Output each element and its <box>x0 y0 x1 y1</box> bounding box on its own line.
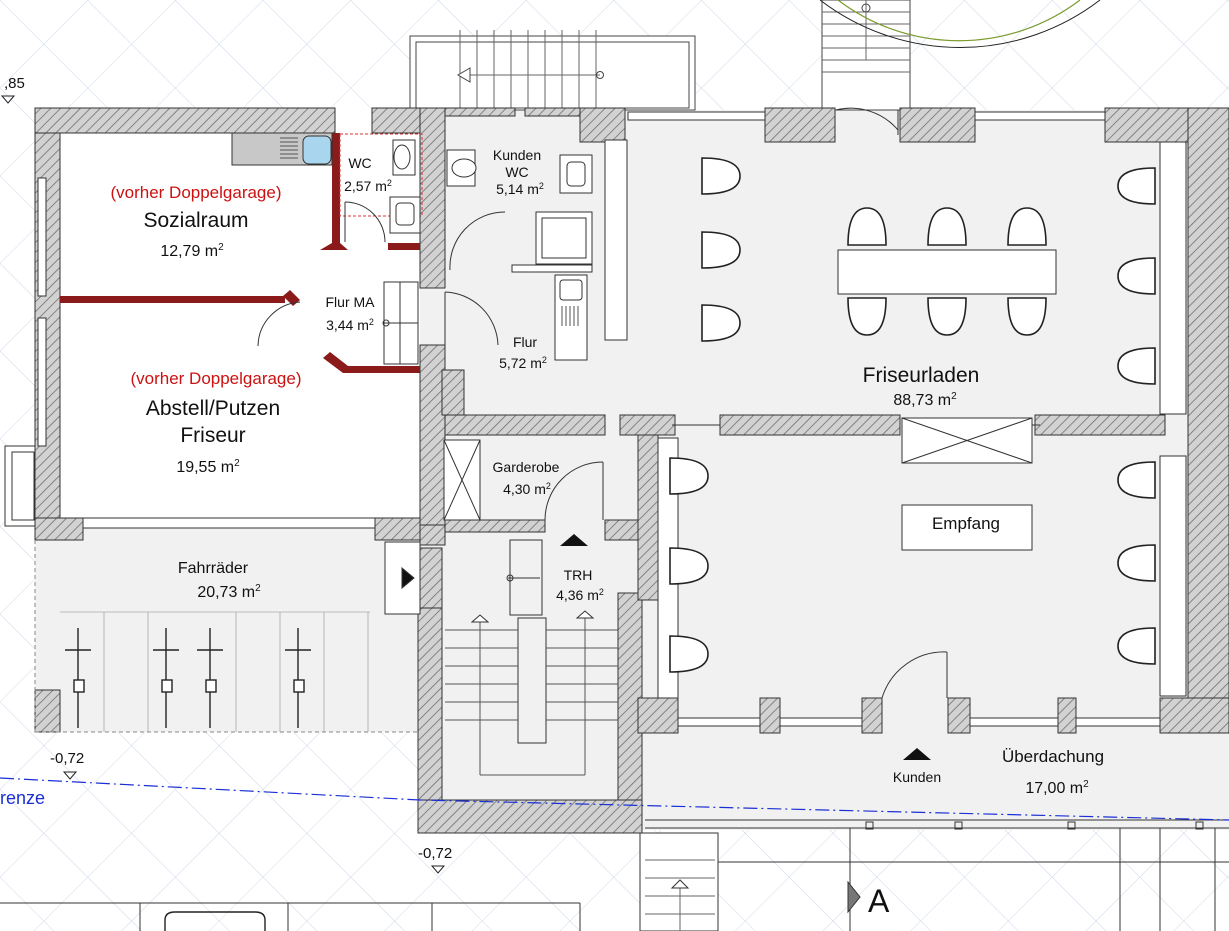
fahrraeder-name: Fahrräder <box>178 560 249 577</box>
property-boundary-line <box>0 777 1229 821</box>
friseurladen-name: Friseurladen <box>863 364 980 387</box>
section-marker-label: A <box>868 883 890 919</box>
room-labels: (vorher Doppelgarage) Sozialraum 12,79 m… <box>0 75 1104 919</box>
up-arrow-trh <box>560 534 588 546</box>
friseurladen-area: 88,73 m2 <box>893 391 957 409</box>
level-markers <box>0 95 446 874</box>
ueberdachung-name: Überdachung <box>1002 747 1104 766</box>
level-label-top: ,85 <box>4 75 25 92</box>
canopy-and-exterior <box>0 540 1229 931</box>
garderobe-name: Garderobe <box>493 459 560 475</box>
flur-area: 5,72 m2 <box>499 355 547 371</box>
walls <box>34 107 1229 834</box>
flur-name: Flur <box>513 334 537 350</box>
garderobe-area: 4,30 m2 <box>503 481 551 497</box>
stairs <box>382 319 618 776</box>
sozialraum-note: (vorher Doppelgarage) <box>110 183 281 202</box>
wc-area: 2,57 m2 <box>344 178 392 194</box>
wc-name: WC <box>348 155 371 171</box>
trh-name: TRH <box>564 567 593 583</box>
windows <box>4 111 1161 727</box>
chairs <box>669 157 1156 673</box>
abstell-area: 19,55 m2 <box>176 458 240 476</box>
sozialraum-name: Sozialraum <box>143 209 248 232</box>
kunden-wc-name-line1: Kunden <box>493 147 541 163</box>
doors <box>257 107 1040 699</box>
level-label-left: -0,72 <box>50 750 84 767</box>
ueberdachung-area: 17,00 m2 <box>1025 779 1089 797</box>
kunden-entrance-label: Kunden <box>893 769 941 785</box>
flur-ma-area: 3,44 m2 <box>326 317 374 333</box>
flur-ma-name: Flur MA <box>326 294 376 310</box>
fahrraeder-area: 20,73 m2 <box>197 583 261 601</box>
bicycles <box>60 611 370 732</box>
empfang-label: Empfang <box>932 514 1000 533</box>
kunden-wc-name-line2: WC <box>505 164 528 180</box>
kunden-wc-area: 5,14 m2 <box>496 181 544 197</box>
abstell-name-line1: Abstell/Putzen <box>146 397 280 420</box>
fixtures <box>231 132 1187 699</box>
boundary-label: renze <box>0 788 45 808</box>
level-label-bottom: -0,72 <box>418 845 452 862</box>
trh-area: 4,36 m2 <box>556 587 604 603</box>
abstell-note: (vorher Doppelgarage) <box>130 369 301 388</box>
sozialraum-area: 12,79 m2 <box>160 242 224 260</box>
up-arrow-kunden <box>903 748 931 760</box>
abstell-name-line2: Friseur <box>180 424 245 447</box>
